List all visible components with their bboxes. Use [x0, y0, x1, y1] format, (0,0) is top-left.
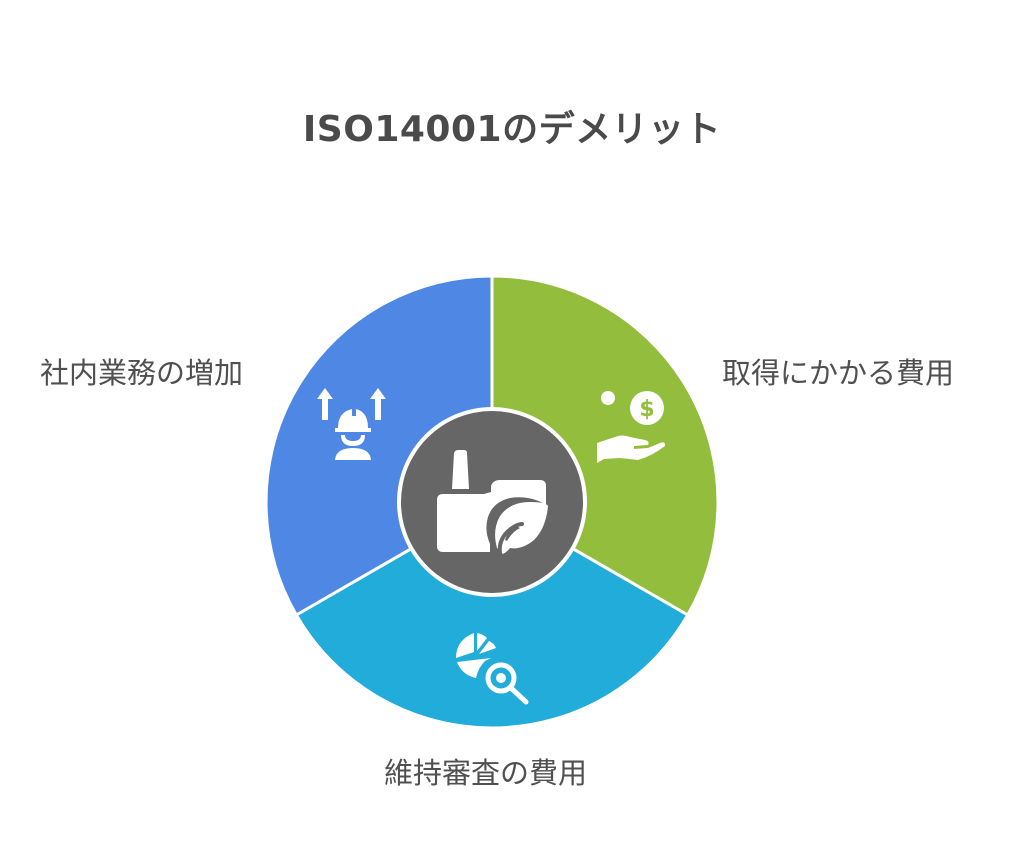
svg-text:$: $: [639, 397, 654, 422]
worker-arrows-up-icon: [317, 388, 386, 460]
label-maintenance-audit-cost: 維持審査の費用: [384, 756, 588, 790]
segment-maintenance-audit-cost[interactable]: [294, 500, 690, 730]
pie-chart-search-icon: [456, 633, 529, 705]
diagram-title: ISO14001のデメリット: [302, 109, 722, 150]
label-internal-workload: 社内業務の増加: [40, 356, 244, 390]
hand-money-icon: $: [597, 391, 666, 463]
label-acquisition-cost: 取得にかかる費用: [722, 356, 955, 390]
factory-leaf-icon: [437, 450, 548, 555]
